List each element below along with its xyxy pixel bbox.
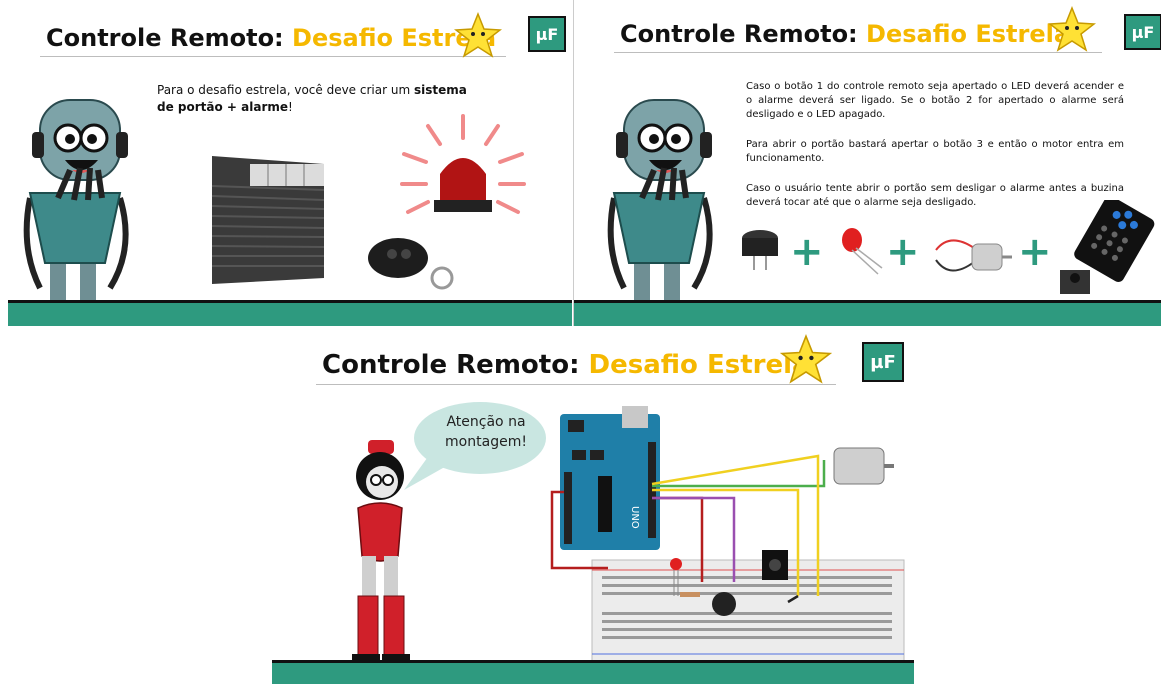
board-label: UNO	[629, 506, 640, 529]
slide-title: Controle Remoto: Desafio Estrela	[46, 24, 497, 52]
slide-3: Controle Remoto: Desafio Estrela µF Aten…	[272, 326, 914, 684]
floor	[8, 303, 572, 326]
star-icon	[780, 334, 832, 384]
speech-text: Atenção na montagem!	[445, 414, 527, 450]
slide-2: Controle Remoto: Desafio Estrela µF Caso…	[573, 0, 1161, 326]
floor-line	[8, 300, 572, 303]
rule-paragraph-3: Caso o usuário tente abrir o portão sem …	[746, 183, 1124, 208]
ir-remote-kit-image	[1060, 200, 1155, 294]
plus-sign: +	[790, 229, 824, 275]
buzzer-image	[742, 230, 778, 270]
title-rule	[316, 384, 836, 385]
robot-mascot	[23, 99, 129, 324]
slide-1: Controle Remoto: Desafio Estrela µF Para…	[0, 0, 572, 326]
floor	[272, 663, 914, 684]
floor	[574, 303, 1161, 326]
title-rule	[614, 52, 1102, 53]
rule-paragraph-2: Para abrir o portão bastará apertar o bo…	[746, 139, 1124, 164]
intro-text: Para o desafio estrela, você deve criar …	[157, 83, 467, 114]
alarm-light-image	[400, 114, 526, 214]
circuit-diagram: UNO fritzing	[550, 406, 905, 673]
microfabrica-logo: µF	[528, 16, 566, 52]
title-rule	[40, 56, 506, 57]
gate-image	[211, 156, 325, 284]
microfabrica-logo: µF	[862, 342, 904, 382]
slide-title: Controle Remoto: Desafio Estrela	[620, 20, 1071, 48]
robot-mascot	[607, 99, 713, 324]
slide-title: Controle Remoto: Desafio Estrela	[322, 350, 810, 380]
star-icon	[1048, 6, 1096, 52]
led-image	[842, 228, 883, 275]
dc-motor-image	[935, 239, 1012, 272]
star-icon	[454, 12, 502, 58]
floor-line	[272, 660, 914, 663]
rule-paragraph-1: Caso o botão 1 do controle remoto seja a…	[746, 81, 1124, 120]
floor-line	[574, 300, 1161, 303]
remote-key-image	[368, 238, 454, 290]
microfabrica-logo: µF	[1124, 14, 1161, 50]
girl-character	[352, 440, 410, 664]
plus-sign: +	[886, 229, 920, 275]
plus-sign: +	[1018, 229, 1052, 275]
speech-bubble	[404, 402, 546, 490]
